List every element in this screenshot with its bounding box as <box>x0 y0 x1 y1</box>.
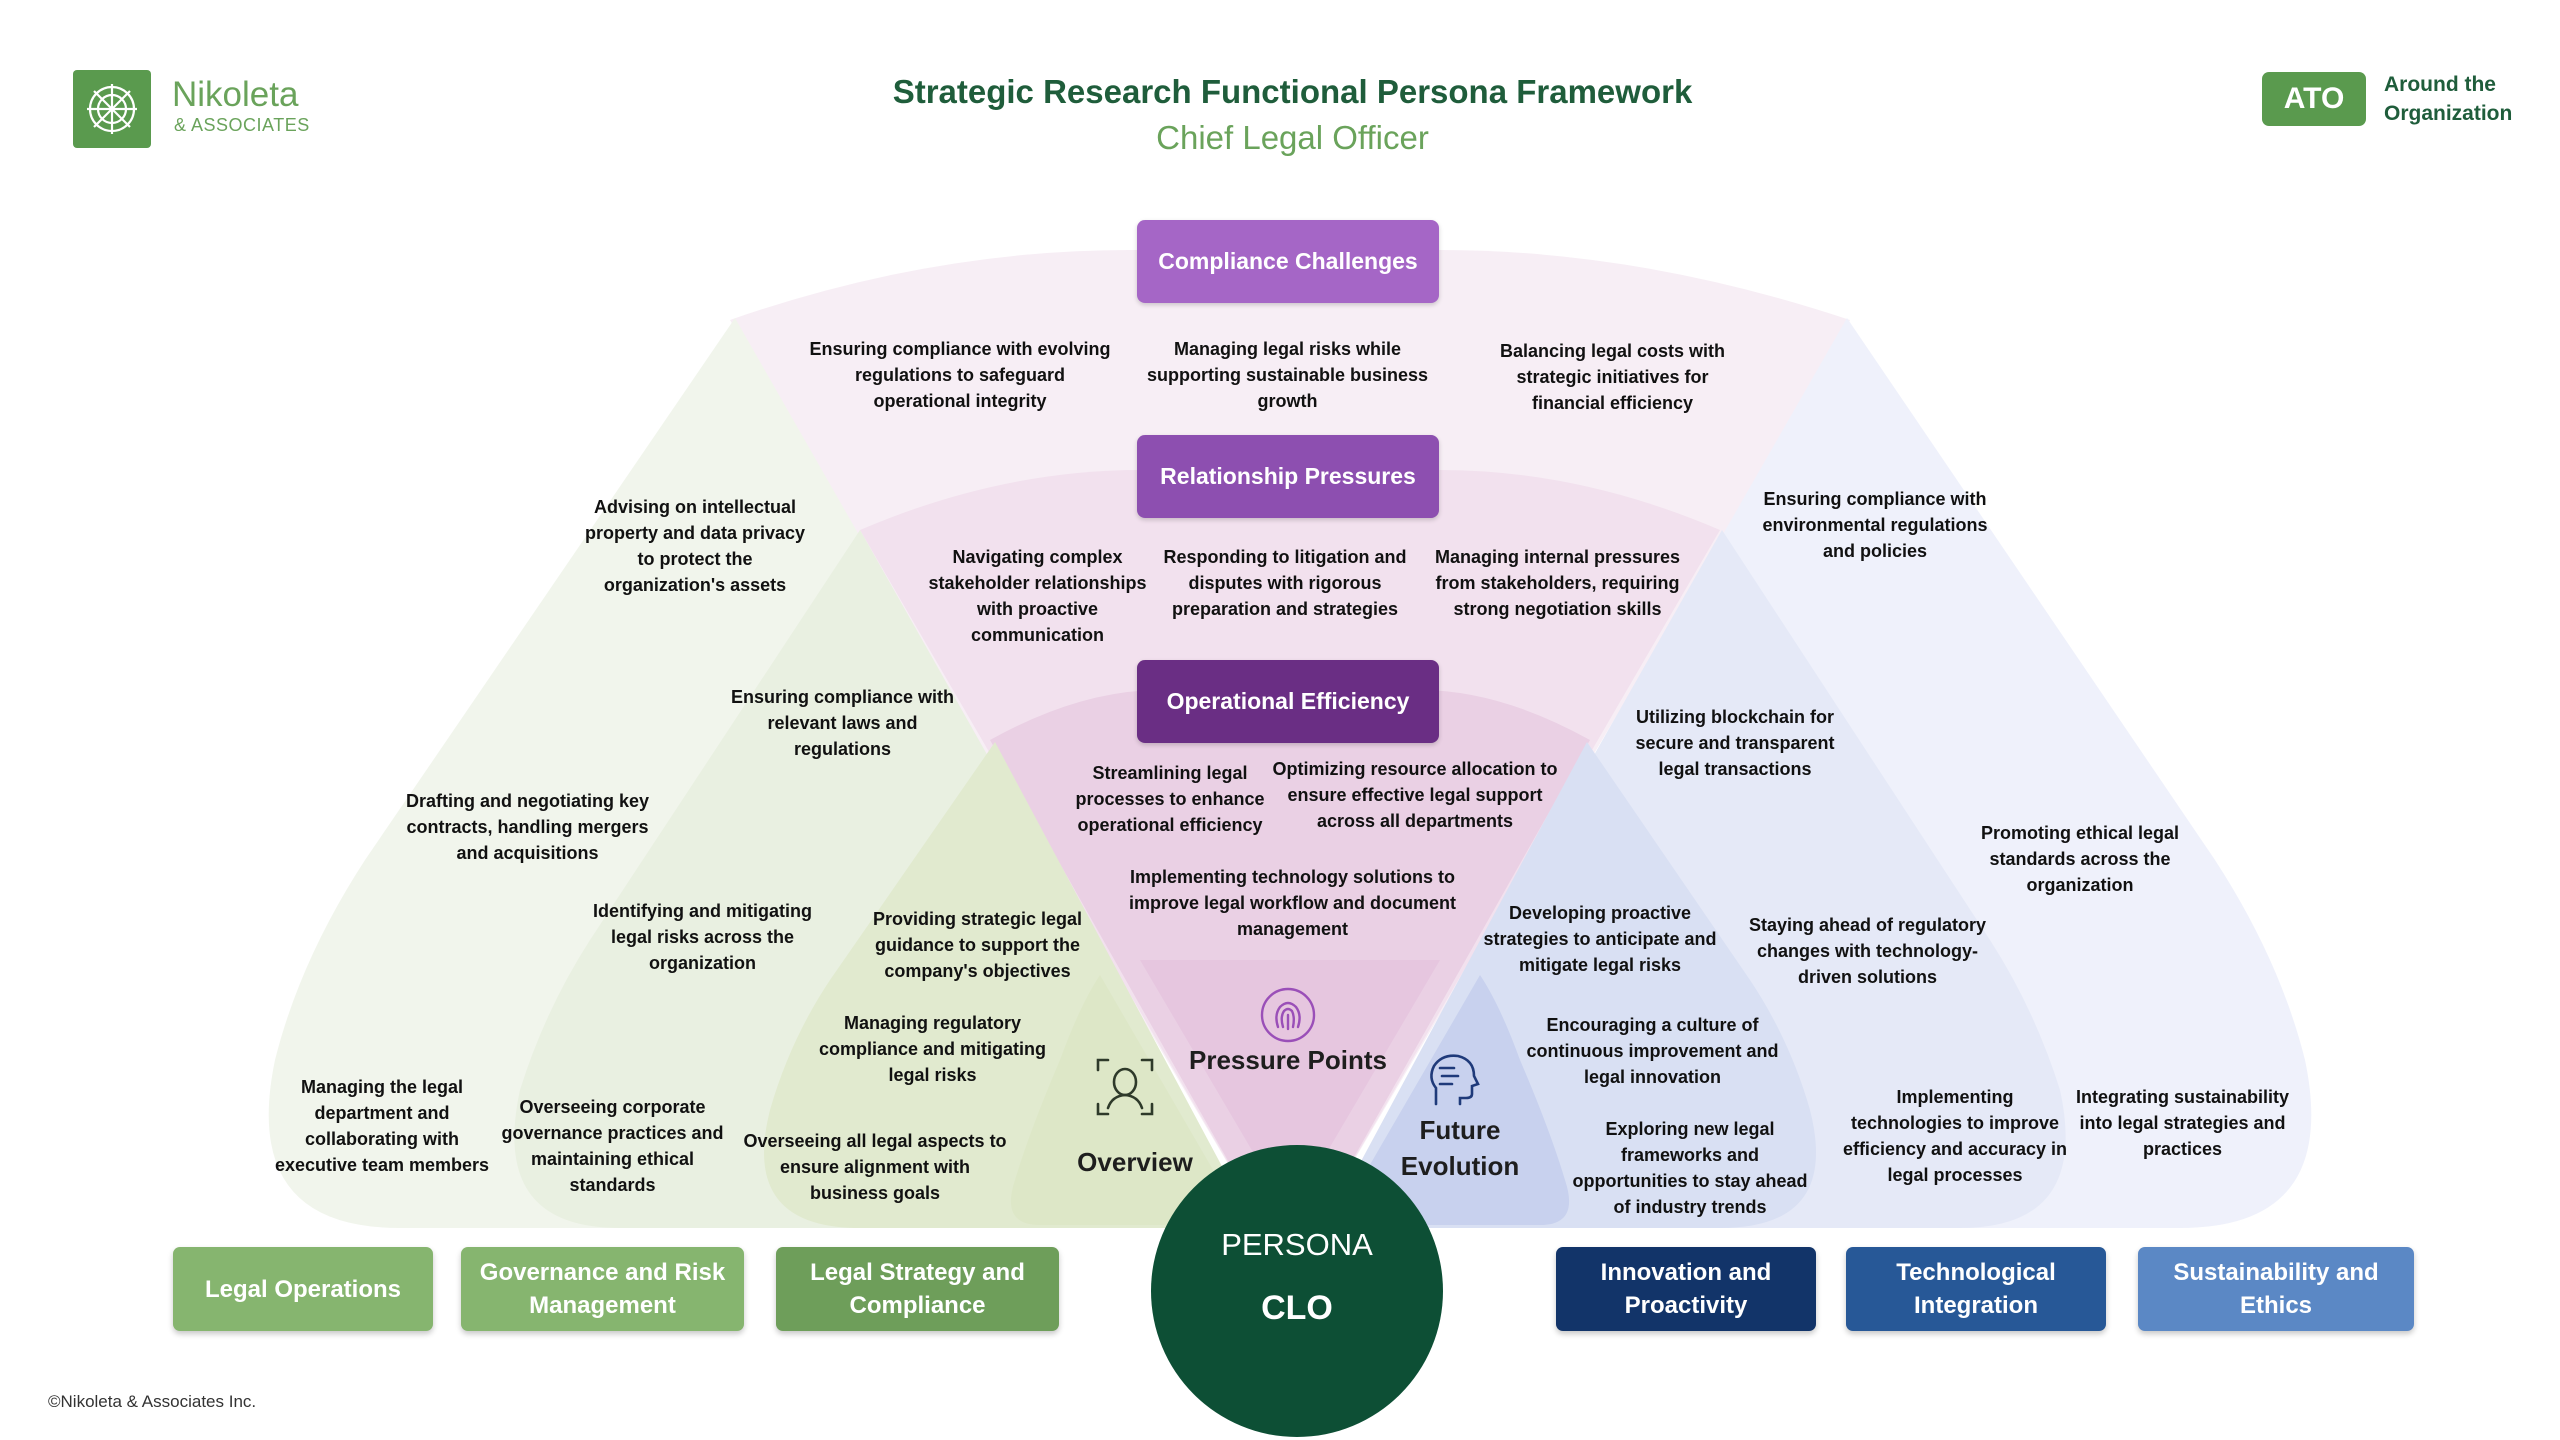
persona-label: PERSONA <box>1221 1227 1373 1262</box>
ai-head-icon <box>1430 1054 1480 1106</box>
overview-item-5: Identifying and mitigating legal risks a… <box>593 901 812 973</box>
compliance-challenges-header: Compliance Challenges <box>1137 220 1439 303</box>
copyright-footer: ©Nikoleta & Associates Inc. <box>48 1392 257 1411</box>
persona-circle: PERSONA CLO <box>1151 1145 1443 1437</box>
category-sustainability: Sustainability and Ethics <box>2138 1247 2414 1331</box>
person-icon <box>1096 1058 1154 1116</box>
operational-efficiency-header: Operational Efficiency <box>1137 660 1439 743</box>
category-legal-strategy: Legal Strategy and Compliance <box>776 1247 1059 1331</box>
future-item-5: Staying ahead of regulatory changes with… <box>1748 915 1987 987</box>
brand-logo <box>73 70 151 148</box>
relationship-pressures-header: Relationship Pressures <box>1137 435 1439 518</box>
brand-name: Nikoleta <box>172 75 299 114</box>
overview-item-7: Providing strategic legal guidance to su… <box>872 909 1083 981</box>
compliance-item-2: Managing legal risks while supporting su… <box>1146 339 1429 411</box>
overview-item-1: Advising on intellectual property and da… <box>584 497 806 595</box>
page-subtitle: Chief Legal Officer <box>1156 119 1429 156</box>
relationship-item-1: Navigating complex stakeholder relations… <box>928 547 1147 645</box>
overview-item-6: Overseeing corporate governance practice… <box>501 1097 724 1195</box>
overview-item-4: Ensuring compliance with relevant laws a… <box>730 687 955 759</box>
persona-role: CLO <box>1261 1289 1333 1327</box>
relationship-item-3: Managing internal pressures from stakeho… <box>1434 547 1681 619</box>
overview-item-8: Managing regulatory compliance and mitig… <box>818 1013 1047 1085</box>
fingerprint-icon <box>1260 987 1316 1043</box>
brand-subtitle: & ASSOCIATES <box>174 115 310 135</box>
future-item-1: Ensuring compliance with environmental r… <box>1762 489 1988 561</box>
future-item-3: Promoting ethical legal standards across… <box>1980 823 2180 895</box>
pressure-points-label: Pressure Points <box>1189 1045 1387 1075</box>
future-item-2: Utilizing blockchain for secure and tran… <box>1635 707 1835 779</box>
compliance-item-1: Ensuring compliance with evolving regula… <box>809 339 1111 411</box>
future-item-4: Developing proactive strategies to antic… <box>1483 903 1717 975</box>
future-item-9: Integrating sustainability into legal st… <box>2075 1087 2290 1159</box>
category-governance-risk: Governance and Risk Management <box>461 1247 744 1331</box>
ato-badge: ATO <box>2262 72 2366 126</box>
future-item-6: Encouraging a culture of continuous impr… <box>1526 1015 1779 1087</box>
operational-item-1: Streamlining legal processes to enhance … <box>1075 763 1265 835</box>
overview-label: Overview <box>1077 1147 1193 1177</box>
overview-item-3: Managing the legal department and collab… <box>274 1077 490 1175</box>
relationship-item-2: Responding to litigation and disputes wi… <box>1163 547 1407 619</box>
ato-label: Around the Organization <box>2384 73 2513 125</box>
future-item-8: Implementing technologies to improve eff… <box>1842 1087 2068 1185</box>
overview-item-2: Drafting and negotiating key contracts, … <box>405 791 650 863</box>
overview-item-9: Overseeing all legal aspects to ensure a… <box>743 1131 1007 1203</box>
category-tech-integration: Technological Integration <box>1846 1247 2106 1331</box>
future-evolution-label: Future Evolution <box>1400 1115 1520 1181</box>
operational-item-3: Implementing technology solutions to imp… <box>1128 867 1457 939</box>
overview-triangle <box>1010 975 1245 1225</box>
category-legal-operations: Legal Operations <box>173 1247 433 1331</box>
future-item-7: Exploring new legal frameworks and oppor… <box>1572 1119 1808 1217</box>
category-innovation: Innovation and Proactivity <box>1556 1247 1816 1331</box>
page-title: Strategic Research Functional Persona Fr… <box>892 73 1693 110</box>
compliance-item-3: Balancing legal costs with strategic ini… <box>1499 341 1726 413</box>
operational-item-2: Optimizing resource allocation to ensure… <box>1272 759 1558 831</box>
logo-icon <box>87 84 137 134</box>
future-triangle <box>1335 975 1570 1225</box>
pressure-triangle <box>1140 960 1440 1215</box>
